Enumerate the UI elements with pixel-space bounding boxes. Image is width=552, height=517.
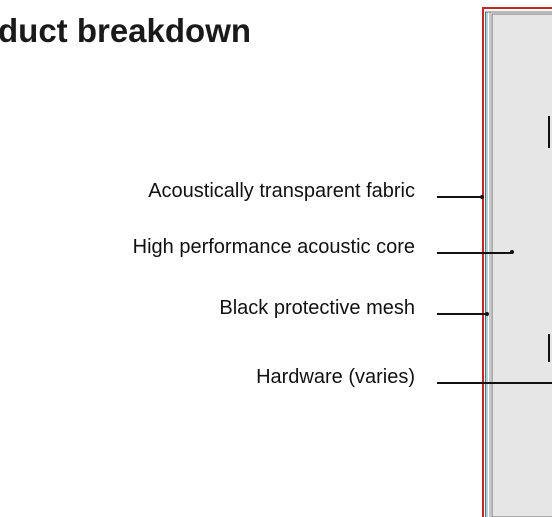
callout-dot-fabric bbox=[480, 195, 484, 199]
callout-leader-core bbox=[437, 252, 512, 254]
acoustic-core bbox=[491, 13, 552, 517]
callout-label-hardware: Hardware (varies) bbox=[256, 366, 415, 388]
callout-dot-core bbox=[510, 250, 514, 254]
callout-leader-hardware bbox=[437, 382, 552, 384]
callout-dot-mesh bbox=[485, 312, 489, 316]
callout-leader-mesh bbox=[437, 313, 487, 315]
callout-label-mesh: Black protective mesh bbox=[219, 297, 415, 319]
fabric-layer bbox=[482, 7, 552, 517]
callout-label-fabric: Acoustically transparent fabric bbox=[148, 180, 415, 202]
diagram-title: duct breakdown bbox=[0, 12, 252, 49]
callout-label-core: High performance acoustic core bbox=[132, 236, 415, 258]
callout-leader-fabric bbox=[437, 196, 482, 198]
